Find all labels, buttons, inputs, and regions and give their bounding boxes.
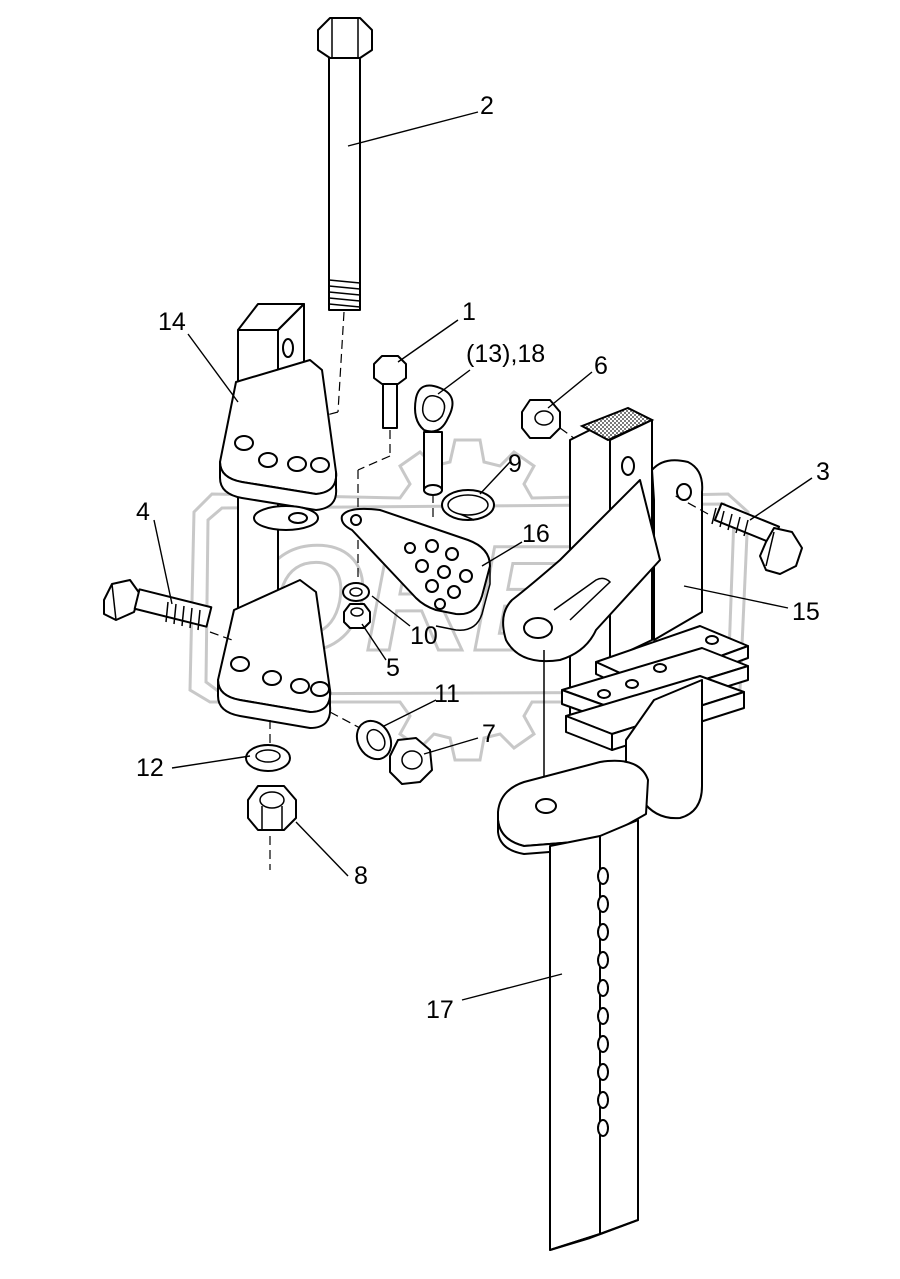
callout-5: 5 xyxy=(386,654,400,682)
lock-pin-part-18 xyxy=(414,384,454,520)
callout-2: 2 xyxy=(480,92,494,120)
perforated-plate-part-16 xyxy=(340,507,491,631)
callout-14: 14 xyxy=(158,308,186,336)
callout-3: 3 xyxy=(816,458,830,486)
callout-9: 9 xyxy=(508,450,522,478)
callout-13-18: (13),18 xyxy=(466,340,545,368)
callout-16: 16 xyxy=(522,520,550,548)
callout-labels: 2 1 (13),18 6 14 3 9 4 16 15 10 5 11 7 1… xyxy=(136,92,830,1024)
callout-6: 6 xyxy=(594,352,608,380)
callout-11: 11 xyxy=(434,680,460,708)
small-bolt-part-1 xyxy=(357,355,407,580)
leader-lines xyxy=(153,111,813,1001)
nut-part-7 xyxy=(389,737,433,785)
spring-washer-part-12 xyxy=(245,720,291,772)
callout-10: 10 xyxy=(410,622,438,650)
bolt-part-4 xyxy=(103,579,233,641)
bolt-part-3 xyxy=(671,493,803,575)
callout-12: 12 xyxy=(136,754,164,782)
perforated-post-part-17 xyxy=(497,759,649,1251)
nut-part-8 xyxy=(247,785,297,870)
callout-7: 7 xyxy=(482,720,496,748)
snap-ring-part-9 xyxy=(441,489,495,521)
side-bracket-part-15 xyxy=(502,406,749,820)
callout-4: 4 xyxy=(136,498,150,526)
nut-part-6 xyxy=(521,399,583,445)
nut-part-5 xyxy=(343,603,371,629)
bracket-part-14 xyxy=(217,303,338,729)
callout-15: 15 xyxy=(792,598,820,626)
callout-8: 8 xyxy=(354,862,368,890)
callout-17: 17 xyxy=(426,996,454,1024)
washer-part-11 xyxy=(329,711,393,761)
long-bolt-part-2 xyxy=(269,17,373,431)
washer-part-10 xyxy=(342,582,370,602)
callout-1: 1 xyxy=(462,298,476,326)
